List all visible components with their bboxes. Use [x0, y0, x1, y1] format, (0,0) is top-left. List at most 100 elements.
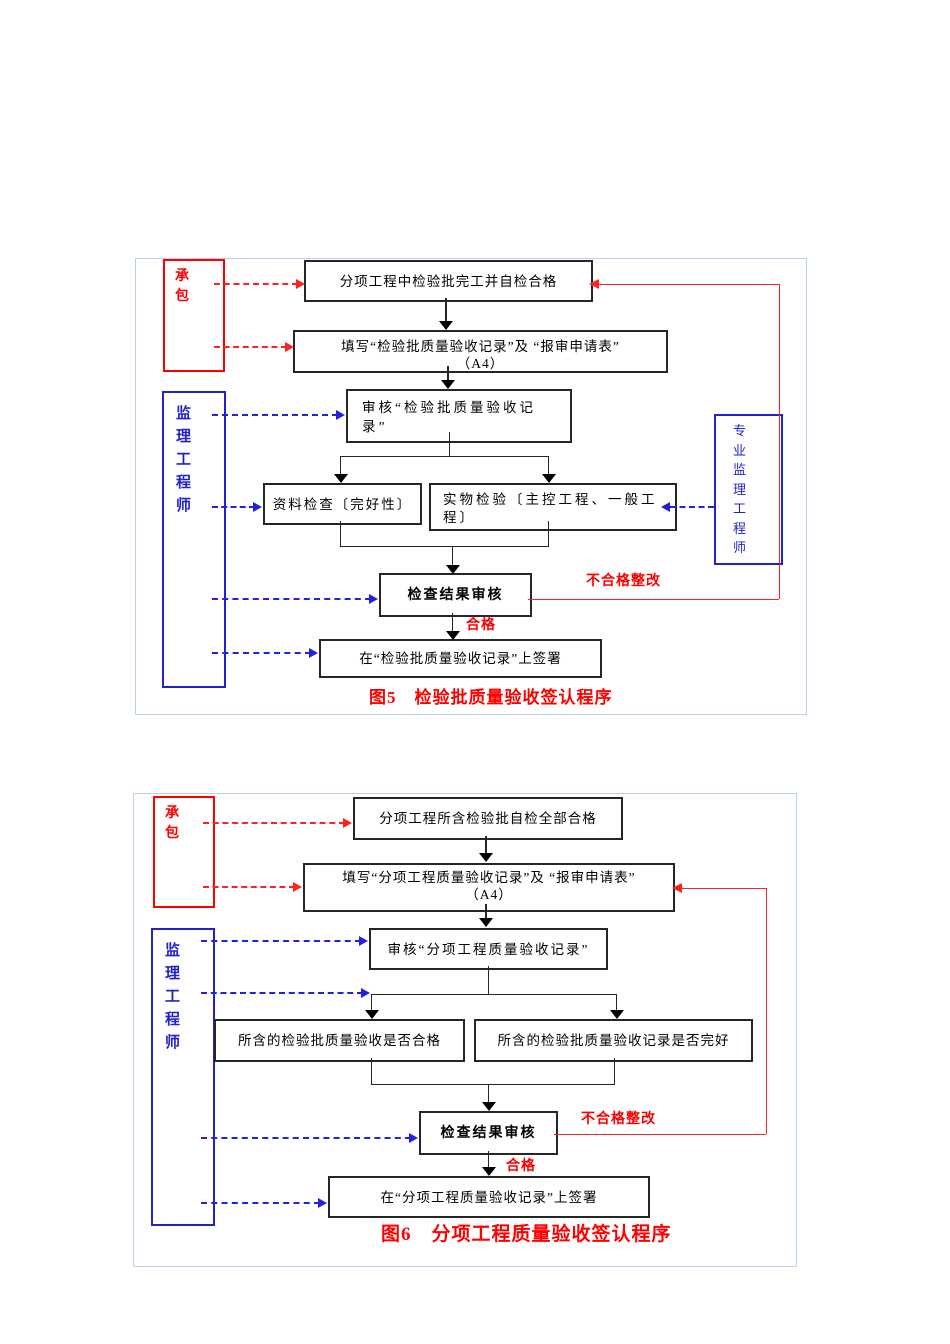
split-branch-left	[371, 994, 372, 1011]
arrowhead-left-icon	[589, 279, 599, 289]
lane-supervisor-label: 监理工程师	[176, 406, 192, 514]
figure6-caption: 图6 分项工程质量验收签认程序	[381, 1224, 672, 1245]
dashed-arrow-specialist-n5	[670, 506, 714, 508]
dashed-arrow-supervisor-n7	[201, 1202, 320, 1204]
process-box-fill-record-line2: （A4）	[456, 356, 505, 371]
flow-line-n2-n3	[447, 366, 449, 381]
dashed-arrow-supervisor-n6	[201, 1137, 411, 1139]
process-box-sign-record-label: 在“检验批质量验收记录”上签署	[359, 651, 562, 666]
fail-label: 不合格整改	[581, 1112, 656, 1127]
dashed-arrow-supervisor-n7	[212, 652, 311, 654]
arrowhead-right-icon	[253, 502, 262, 512]
process-box-all-selfcheck-label: 分项工程所含检验批自检全部合格	[379, 811, 597, 826]
arrowhead-right-icon	[343, 818, 352, 828]
split-line-horizontal	[340, 456, 549, 457]
feedback-line-top	[598, 284, 779, 285]
arrowhead-right-icon	[336, 410, 345, 420]
arrowhead-down-icon	[334, 474, 348, 483]
split-branch-left	[340, 456, 341, 475]
process-box-fill-record-line1: 填写“检验批质量验收记录”及 “报审申请表”	[341, 339, 620, 354]
dashed-arrow-contractor-n1	[214, 283, 298, 285]
arrowhead-down-icon	[482, 1167, 496, 1176]
lane-contractor: 承包	[153, 796, 215, 908]
flow-line-n1-n2	[445, 298, 447, 322]
process-box-result-review-label: 检查结果审核	[407, 587, 504, 603]
split-branch-right	[548, 456, 549, 475]
lane-supervisor: 监理工程师	[162, 391, 226, 688]
flow-line-n1-n2	[485, 836, 487, 854]
pass-label: 合格	[506, 1159, 536, 1174]
feedback-line-bottom	[528, 599, 779, 600]
process-box-batches-pass-label: 所含的检验批质量验收是否合格	[238, 1033, 441, 1048]
split-branch-right	[616, 994, 617, 1011]
lane-contractor-label: 承包	[165, 806, 179, 841]
process-box-physical-check-line1: 实物检验〔主控工程、一般工	[443, 492, 658, 507]
dashed-arrow-contractor-n2	[214, 346, 287, 348]
process-box-records-complete: 所含的检验批质量验收记录是否完好	[474, 1019, 753, 1062]
arrowhead-right-icon	[285, 342, 294, 352]
arrowhead-right-icon	[293, 882, 302, 892]
process-box-result-review: 检查结果审核	[419, 1111, 558, 1155]
lane-contractor-label: 承包	[175, 269, 189, 304]
process-box-physical-check: 实物检验〔主控工程、一般工 程〕	[429, 483, 677, 531]
pass-label: 合格	[466, 618, 496, 633]
process-box-review-record-label: 审核“分项工程质量验收记录”	[387, 941, 590, 957]
process-box-document-check: 资料检查〔完好性〕	[263, 483, 422, 525]
process-box-fill-record-line2: （A4）	[465, 887, 513, 902]
process-box-review-record: 审核“分项工程质量验收记录”	[369, 928, 608, 970]
fail-label: 不合格整改	[586, 574, 661, 589]
arrowhead-down-icon	[610, 1010, 624, 1019]
process-box-review-record-line2: 录”	[362, 419, 388, 434]
process-box-selfcheck: 分项工程中检验批完工并自检合格	[304, 260, 593, 302]
process-box-result-review-label: 检查结果审核	[440, 1125, 537, 1141]
figure5-caption: 图5 检验批质量验收签认程序	[369, 688, 613, 707]
process-box-fill-record: 填写“检验批质量验收记录”及 “报审申请表” （A4）	[293, 330, 668, 373]
process-box-document-check-label: 资料检查〔完好性〕	[272, 496, 413, 512]
arrowhead-right-icon	[369, 594, 378, 604]
dashed-arrow-supervisor-n4	[212, 506, 255, 508]
dashed-arrow-supervisor-n3	[212, 414, 338, 416]
lane-contractor: 承包	[163, 259, 225, 372]
process-box-physical-check-line2: 程〕	[443, 510, 476, 525]
split-line-vertical	[488, 966, 489, 994]
arrowhead-down-icon	[439, 321, 453, 330]
arrowhead-down-icon	[482, 1102, 496, 1111]
lane-supervisor: 监理工程师	[151, 928, 215, 1226]
arrowhead-down-icon	[479, 853, 493, 862]
dashed-arrow-supervisor-n6	[212, 598, 371, 600]
merge-line-horizontal	[340, 546, 549, 547]
process-box-all-selfcheck: 分项工程所含检验批自检全部合格	[353, 797, 623, 840]
process-box-sign-record: 在“检验批质量验收记录”上签署	[319, 639, 602, 678]
process-box-review-record-line1: 审核“检验批质量验收记	[362, 400, 536, 415]
process-box-fill-record-line1: 填写“分项工程质量验收记录”及 “报审申请表”	[342, 870, 636, 885]
flow-line-n2-n3	[485, 904, 487, 919]
feedback-line-vertical	[766, 888, 767, 1134]
arrowhead-down-icon	[542, 474, 556, 483]
process-box-records-complete-label: 所含的检验批质量验收记录是否完好	[497, 1033, 730, 1048]
feedback-line-vertical	[779, 284, 780, 599]
merge-line-right	[614, 1058, 615, 1084]
dashed-arrow-supervisor-split	[201, 992, 363, 994]
flow-line-n6-n7	[452, 613, 453, 632]
process-box-selfcheck-label: 分项工程中检验批完工并自检合格	[339, 273, 558, 289]
flow-line-n6-n7	[488, 1151, 489, 1168]
arrowhead-down-icon	[446, 565, 460, 574]
figure5-flowchart-frame: 承包 监理工程师 专业监理工程师 分项工程中检验批完工并自检合格 填写“检验批质…	[135, 258, 807, 715]
lane-supervisor-label: 监理工程师	[165, 943, 181, 1051]
arrowhead-right-icon	[361, 988, 370, 998]
merge-line-left	[340, 521, 341, 546]
arrowhead-right-icon	[296, 279, 305, 289]
dashed-arrow-contractor-n2	[203, 886, 295, 888]
arrowhead-right-icon	[409, 1133, 418, 1143]
arrowhead-down-icon	[365, 1010, 379, 1019]
process-box-result-review: 检查结果审核	[379, 573, 532, 617]
lane-specialist-supervisor-label: 专业监理工程师	[733, 423, 747, 555]
process-box-review-record: 审核“检验批质量验收记 录”	[346, 389, 572, 443]
merge-line-horizontal	[371, 1084, 615, 1085]
dashed-arrow-contractor-n1	[203, 822, 345, 824]
arrowhead-right-icon	[309, 648, 318, 658]
lane-specialist-supervisor: 专业监理工程师	[714, 414, 783, 565]
feedback-line-bottom	[554, 1134, 766, 1135]
flow-line-merge-n6	[452, 546, 453, 566]
arrowhead-left-icon	[672, 883, 682, 893]
